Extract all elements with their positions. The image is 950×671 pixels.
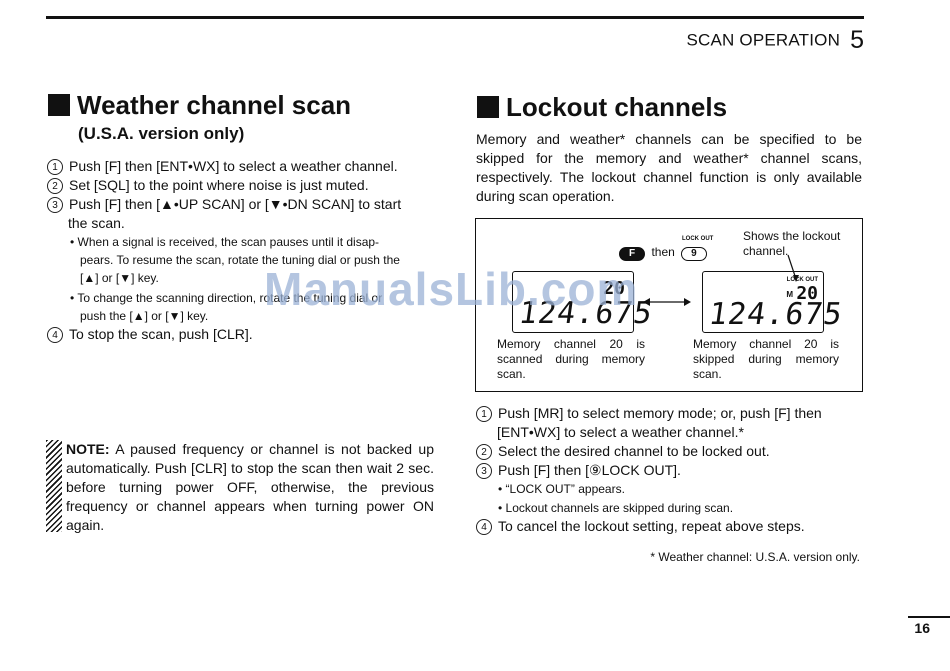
lockout-step-3-note-2: Lockout channels are skipped during scan… — [498, 499, 733, 517]
double-arrow-icon — [643, 298, 691, 306]
caption-left: Memory channel 20 is scanned during memo… — [497, 337, 645, 381]
lcd-right-lockout-indicator: LOCK OUT — [786, 277, 818, 283]
step-number-icon: 4 — [476, 519, 492, 535]
then-label: then — [651, 245, 675, 259]
step-number-icon: 1 — [47, 159, 63, 175]
lockout-intro: Memory and weather* channels can be spec… — [476, 131, 862, 204]
weather-step-3-cont: the scan. — [68, 215, 125, 231]
section-name: SCAN OPERATION — [686, 30, 841, 50]
weather-scan-subheading: (U.S.A. version only) — [78, 124, 245, 143]
weather-scan-heading: Weather channel scan — [48, 90, 351, 121]
f-key-icon: F — [619, 247, 646, 261]
note-label: NOTE: — [66, 441, 110, 457]
section-number: 5 — [850, 26, 864, 54]
lockout-key-label: LOCK OUT — [682, 236, 714, 242]
weather-step-3-note-1: When a signal is received, the scan paus… — [70, 233, 380, 251]
bottom-rule — [908, 616, 950, 618]
weather-step-3-note-2-cont: push the [▲] or [▼] key. — [80, 309, 209, 323]
caption-right: Memory channel 20 is skipped during memo… — [693, 337, 839, 381]
lcd-display-left: 20 124.675 — [512, 271, 655, 333]
weather-step-3-note-1-cont: pears. To resume the scan, rotate the tu… — [80, 253, 400, 267]
nine-key-icon: 9 — [681, 247, 707, 261]
lockout-heading: Lockout channels — [477, 92, 727, 123]
footnote: * Weather channel: U.S.A. version only. — [650, 550, 860, 564]
note-stripes-icon — [46, 440, 62, 532]
lockout-step-3-note-1: “LOCK OUT” appears. — [498, 480, 625, 498]
step-number-icon: 1 — [476, 406, 492, 422]
step-number-icon: 2 — [476, 444, 492, 460]
lcd-right-memory-indicator: M — [786, 290, 793, 299]
key-sequence: F then 9 — [619, 245, 707, 261]
step-number-icon: 3 — [476, 463, 492, 479]
lcd-left-channel: 20 — [603, 278, 625, 299]
note-text: A paused frequency or channel is not bac… — [66, 441, 435, 533]
weather-step-3-note-1-end: [▲] or [▼] key. — [80, 271, 159, 285]
lockout-figure: LOCK OUT F then 9 Shows the lockout chan… — [475, 218, 863, 392]
note-block: NOTE: A paused frequency or channel is n… — [66, 440, 434, 535]
lockout-callout: Shows the lockout channel. — [743, 229, 841, 258]
heading-square-icon — [48, 94, 70, 116]
callout-pointer-icon — [787, 254, 799, 282]
weather-step-3-note-2: To change the scanning direction, rotate… — [70, 289, 382, 307]
lcd-left-frequency: 124.675 — [516, 296, 655, 331]
heading-square-icon — [477, 96, 499, 118]
lcd-right-channel: 20 — [796, 283, 818, 304]
step-number-icon: 2 — [47, 178, 63, 194]
lockout-step-1-cont: [ENT•WX] to select a weather channel.* — [497, 424, 744, 440]
top-rule — [46, 16, 864, 19]
section-header: SCAN OPERATION 5 — [0, 26, 864, 55]
lcd-display-right: LOCK OUT M 20 124.675 — [702, 271, 845, 333]
lcd-right-frequency: 124.675 — [706, 297, 845, 332]
step-number-icon: 4 — [47, 327, 63, 343]
page-number: 16 — [914, 620, 930, 636]
step-number-icon: 3 — [47, 197, 63, 213]
